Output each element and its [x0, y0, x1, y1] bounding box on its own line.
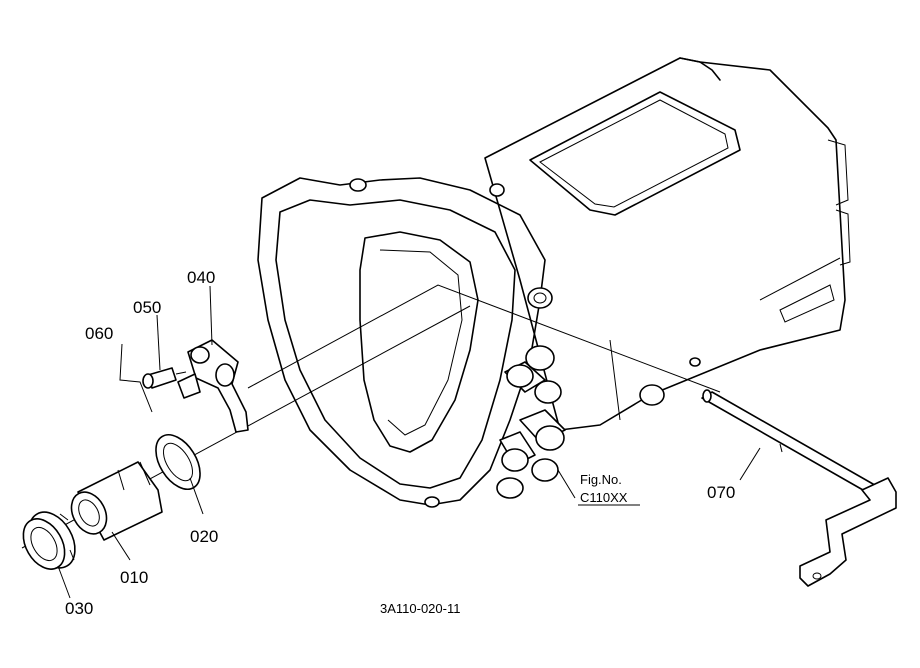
label-020: 020 — [190, 527, 218, 546]
label-030: 030 — [65, 599, 93, 618]
drawing-code: 3A110-020-11 — [380, 601, 460, 616]
figure-reference: Fig.No. C110XX — [578, 472, 640, 506]
part-070-clutch-shaft — [701, 389, 897, 587]
fig-ref-number: C110XX — [580, 490, 628, 505]
part-030-bearing — [22, 511, 76, 570]
part-040-release-fork — [177, 339, 249, 433]
label-040: 040 — [187, 268, 215, 287]
part-050-bolt — [142, 367, 187, 389]
fig-ref-title: Fig.No. — [580, 472, 622, 487]
label-060: 060 — [85, 324, 113, 343]
label-010: 010 — [120, 568, 148, 587]
label-050: 050 — [133, 298, 161, 317]
housing-bosses — [496, 345, 566, 499]
part-010-release-sleeve — [70, 461, 163, 541]
shaft-axis-line — [247, 284, 721, 393]
part-020-ring — [155, 434, 201, 490]
label-070: 070 — [707, 483, 735, 502]
leader-lines — [57, 285, 761, 599]
clutch-housing — [257, 57, 851, 508]
